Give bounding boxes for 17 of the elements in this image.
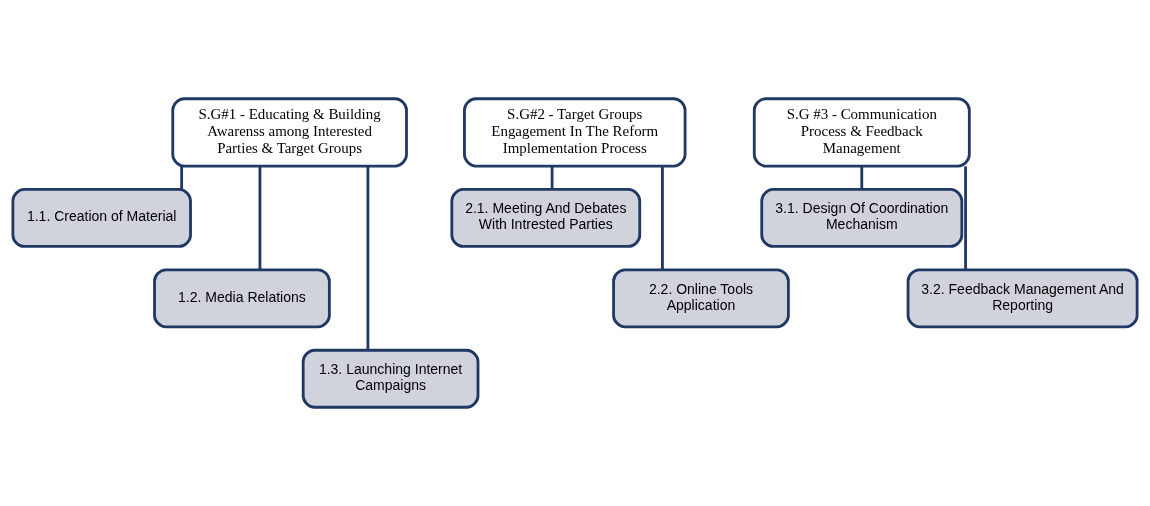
node-box: S.G #3 - Communication Process & Feedback Management xyxy=(752,97,971,168)
connector xyxy=(258,166,262,270)
connector xyxy=(550,166,554,190)
connector xyxy=(366,166,370,350)
connector xyxy=(661,166,664,270)
node-box: 2.1. Meeting And Debates With Intrested Parties xyxy=(450,188,642,248)
node-box: 3.1. Design Of Coordination Mechanism xyxy=(760,188,964,248)
node-box: S.G#1 - Educating & Building Awarenss among Interested Parties & Target Groups xyxy=(171,97,408,168)
node-box: S.G#2 - Target Groups Engagement In The Reform Implementation Process xyxy=(463,97,687,168)
node-box: 3.2. Feedback Management And Reporting xyxy=(906,268,1139,329)
node-box: 1.2. Media Relations xyxy=(153,268,331,329)
node-box: 2.2. Online Tools Application xyxy=(612,268,790,329)
connector xyxy=(180,166,184,190)
connector xyxy=(964,166,967,270)
node-box: 1.3. Launching Internet Campaigns xyxy=(301,348,480,409)
connector xyxy=(860,166,864,190)
node-box: 1.1. Creation of Material xyxy=(11,188,192,248)
